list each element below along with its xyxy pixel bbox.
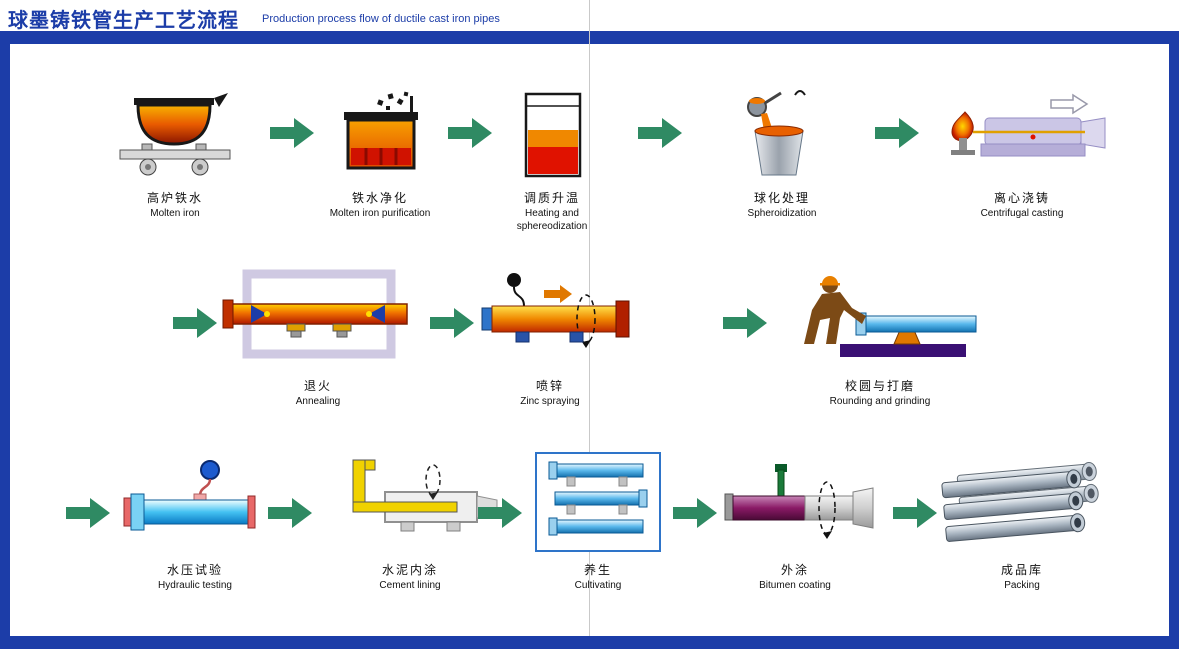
step-label-cn: 球化处理 [753,191,810,205]
step-zinc-spraying: 喷锌 Zinc spraying [465,258,635,409]
flow-arrow-icon [673,498,717,528]
centrifugal-casting-icon [935,82,1110,182]
step-label-en: Cement lining [379,580,441,591]
step-molten-iron: 高炉铁水 Molten iron [90,82,260,221]
step-label-cn: 调质升温 [523,191,580,205]
step-spheroidization: 球化处理 Spheroidization [697,82,867,221]
page-title: 球墨铸铁管生产工艺流程 [8,10,239,32]
step-label-en: Annealing [295,396,341,407]
flow-arrow-icon [173,308,217,338]
step-label-en: Heating and sphereodization [516,208,588,232]
bottom-border-bar [0,636,1179,649]
step-label-cn: 离心浇铸 [993,191,1050,205]
flow-arrow-icon [478,498,522,528]
molten-iron-icon [108,82,243,182]
flow-arrow-icon [875,118,919,148]
rounding-grinding-icon [778,258,983,370]
step-label-en: Rounding and grinding [829,396,931,407]
flow-arrow-icon [723,308,767,338]
step-label-en: Zinc spraying [520,396,580,407]
zinc-spraying-icon [458,258,643,370]
step-annealing: 退火 Annealing [222,258,408,409]
step-rounding-grinding: 校圆与打磨 Rounding and grinding [780,258,980,409]
molten-iron-purification-icon [320,82,440,182]
step-label-cn: 水泥内涂 [381,563,438,577]
step-label-en: Packing [1004,580,1040,591]
flow-arrow-icon [268,498,312,528]
flow-arrow-icon [430,308,474,338]
step-centrifugal-casting: 离心浇铸 Centrifugal casting [937,82,1107,221]
flow-arrow-icon [270,118,314,148]
cultivating-icon [533,450,663,554]
step-label-cn: 铁水净化 [351,191,408,205]
step-label-cn: 退火 [303,379,332,393]
step-label-en: Molten iron purification [329,208,431,219]
step-cement-lining: 水泥内涂 Cement lining [325,450,497,593]
right-border-bar [1169,44,1179,636]
step-hydraulic-testing: 水压试验 Hydraulic testing [110,450,280,593]
step-label-en: Bitumen coating [759,580,831,591]
step-label-cn: 喷锌 [535,379,564,393]
step-bitumen-coating: 外涂 Bitumen coating [710,450,880,593]
step-label-en: Centrifugal casting [980,208,1064,219]
step-molten-iron-purification: 铁水净化 Molten iron purification [295,82,465,221]
step-label-cn: 校圆与打磨 [844,379,915,393]
hydraulic-testing-icon [108,450,283,554]
flow-arrow-icon [448,118,492,148]
bitumen-coating-icon [705,450,885,554]
step-label-cn: 养生 [583,563,612,577]
step-label-cn: 外涂 [780,563,809,577]
step-heating-sphereodization: 调质升温 Heating and sphereodization [467,82,637,233]
step-label-cn: 水压试验 [166,563,223,577]
step-label-en: Cultivating [574,580,622,591]
flow-arrow-icon [66,498,110,528]
page-subtitle: Production process flow of ductile cast … [262,13,500,25]
spheroidization-icon [717,82,847,182]
heating-sphereodization-icon [492,82,612,182]
packing-icon [930,450,1115,554]
step-label-cn: 成品库 [1000,563,1043,577]
step-label-en: Spheroidization [747,208,817,219]
step-label-en: Hydraulic testing [158,580,232,591]
step-label-en: Molten iron [150,208,200,219]
annealing-icon [221,258,416,370]
step-label-cn: 高炉铁水 [146,191,203,205]
flow-arrow-icon [638,118,682,148]
flow-arrow-icon [893,498,937,528]
step-packing: 成品库 Packing [937,450,1107,593]
left-border-bar [0,44,10,636]
step-cultivating: 养生 Cultivating [513,450,683,593]
